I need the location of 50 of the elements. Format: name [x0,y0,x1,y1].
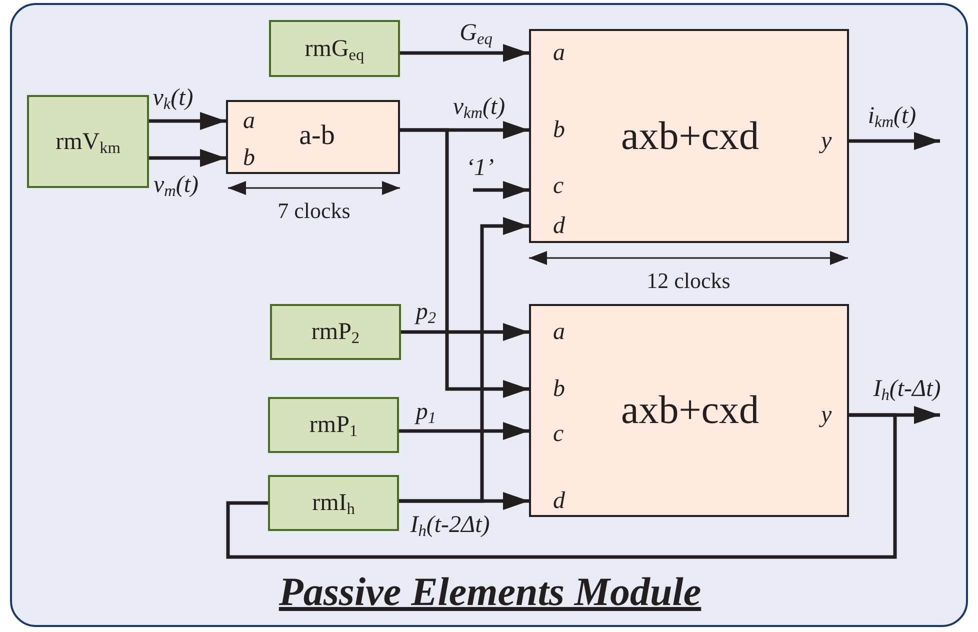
operation-label: axb+cxd [620,116,760,156]
duration-label: 12 clocks [646,270,730,292]
port-label: a [553,41,565,65]
operation-block [529,304,849,517]
signal-arrow [149,112,226,130]
signal-arrow [399,492,529,510]
port-label: c [553,422,564,446]
signal-arrow [849,132,940,150]
signal-label: p$_{1}$ [416,400,436,424]
register-block [270,304,401,360]
signal-label: v$_{m}$(t) [153,173,199,197]
block-label: rmV$_{km}$ [56,130,120,154]
operation-block [529,29,849,243]
signal-arrow [149,149,226,167]
register-block [269,20,400,77]
signal-label: p$_{2}$ [416,300,436,324]
signal-arrow [399,422,529,440]
module-title: Passive Elements Module [278,572,702,612]
port-label: y [821,129,832,153]
signal-arrow [400,44,529,62]
operation-block [226,100,400,174]
port-label: b [243,146,255,170]
signal-label: i$_{km}$(t) [868,104,916,128]
port-label: b [553,118,565,142]
duration-label: 7 clocks [278,200,350,222]
signal-label: v$_{km}$(t) [452,95,506,119]
signal-arrow [401,323,529,341]
port-label: c [553,174,564,198]
operation-label: a-b [299,122,335,150]
signal-label: v$_{k}$(t) [152,86,194,110]
signal-label: ‘1’ [466,156,494,180]
block-label: rmI$_{h}$ [312,491,355,515]
port-label: d [553,489,565,513]
block-label: rmP$_{1}$ [309,413,358,437]
operation-label: axb+cxd [620,390,760,430]
signal-label: I$_{h}$(t-Δt) [873,377,941,401]
port-label: b [553,377,565,401]
port-label: a [243,109,255,133]
signal-arrow [473,181,529,199]
register-block [268,475,399,531]
signal-label: I$_{h}$(t-2Δt) [410,513,490,537]
register-block [27,95,149,188]
port-label: y [821,403,832,427]
register-block [268,397,399,453]
block-label: rmP$_{2}$ [311,320,360,344]
port-label: a [553,320,565,344]
module-panel [10,3,968,627]
signal-label: G$_{eq}$ [460,21,492,45]
signal-arrow [400,128,529,398]
port-label: d [553,214,565,238]
